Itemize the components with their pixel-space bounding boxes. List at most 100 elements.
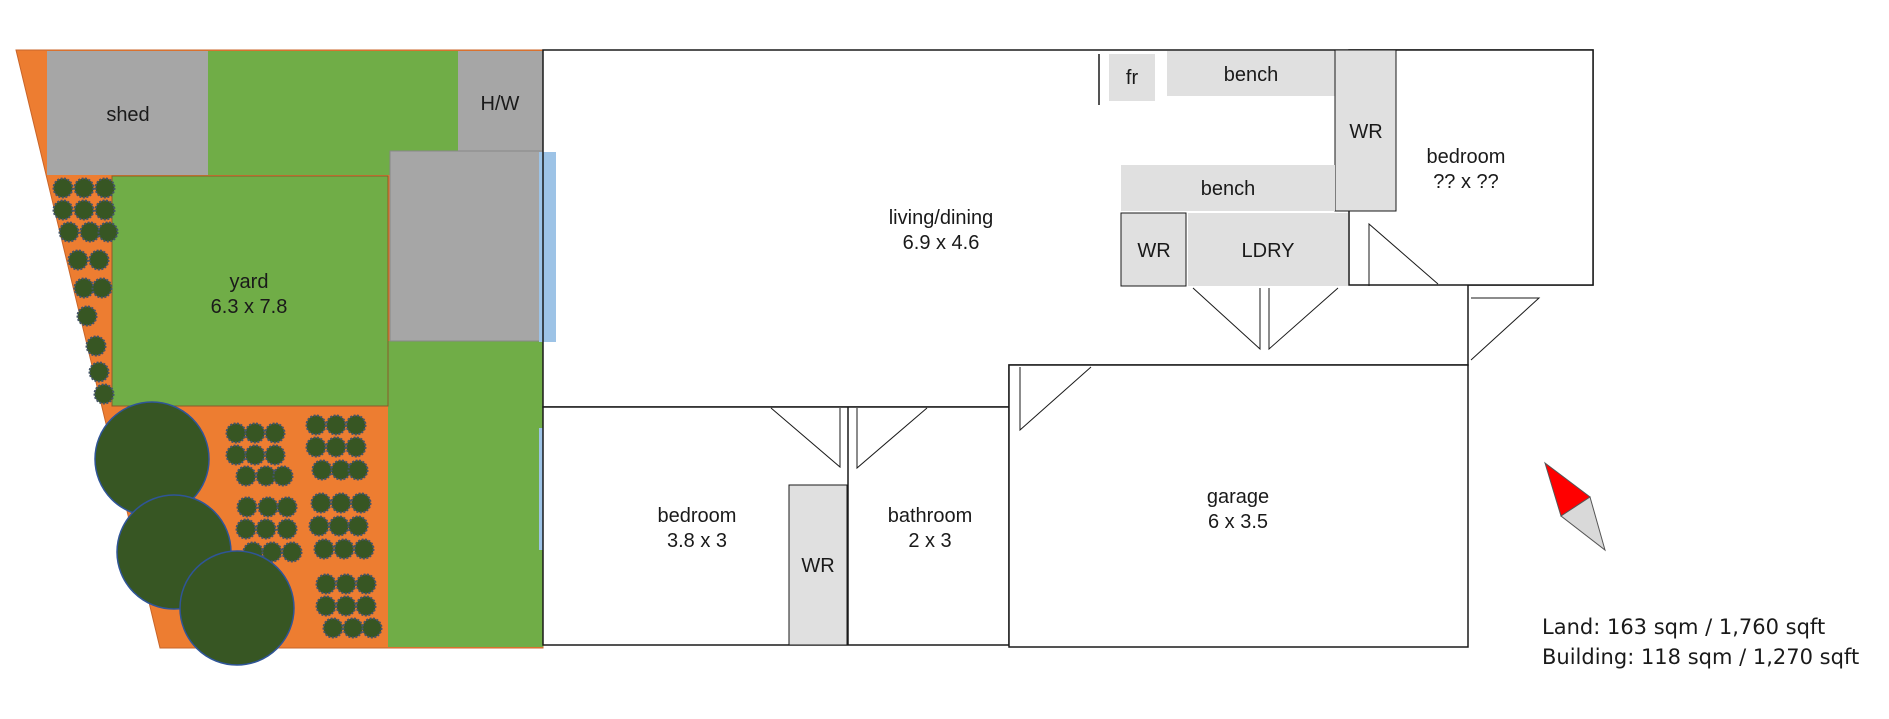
shrub-icon: [325, 436, 347, 458]
shed[interactable]: [47, 51, 208, 175]
laundry-label: LDRY: [1242, 240, 1295, 262]
shrub-icon: [73, 199, 95, 221]
building-area: Building: 118 sqm / 1,270 sqft: [1542, 645, 1860, 669]
shrub-icon: [347, 459, 369, 481]
shrub-icon: [330, 492, 352, 514]
shrub-icon: [225, 422, 247, 444]
shrub-icon: [76, 305, 98, 327]
shrub-icon: [276, 496, 298, 518]
shrub-icon: [244, 422, 266, 444]
house: [542, 49, 1594, 648]
yard-lawn[interactable]: [111, 175, 389, 407]
door-laundry-left[interactable]: [1192, 287, 1261, 351]
area-summary: Land: 163 sqm / 1,760 sqft Building: 118…: [1542, 612, 1859, 672]
shrub-icon: [235, 465, 257, 487]
shrub-icon: [311, 459, 333, 481]
shrub-icon: [276, 518, 298, 540]
fridge-label: fr: [1126, 67, 1139, 89]
room-labels: shed H/W yard 6.3 x 7.8 living/dining 6.…: [106, 64, 1505, 577]
garden-area: [15, 49, 556, 666]
bathroom-dims: 2 x 3: [908, 530, 951, 552]
door-bathroom[interactable]: [856, 407, 928, 470]
wardrobe-laundry[interactable]: [1120, 212, 1187, 287]
north-arrow-icon: [1544, 461, 1606, 552]
shrub-icon: [322, 617, 344, 639]
shrub-icon: [236, 496, 258, 518]
shrub-icon: [333, 538, 355, 560]
shrub-icon: [91, 277, 113, 299]
shrub-icon: [355, 573, 377, 595]
shrub-icon: [88, 249, 110, 271]
wardrobe-laundry-label: WR: [1137, 240, 1170, 262]
door-garage[interactable]: [1019, 366, 1092, 432]
shrub-icon: [345, 414, 367, 436]
shrub-icon: [225, 444, 247, 466]
shrub-icon: [264, 422, 286, 444]
shrub-icon: [97, 221, 119, 243]
bedroom-left-dims: 3.8 x 3: [667, 530, 727, 552]
shrub-icon: [88, 361, 110, 383]
shrub-icon: [73, 177, 95, 199]
wardrobe-bedroom-label: WR: [801, 555, 834, 577]
hot-water-label: H/W: [481, 93, 520, 115]
land-area: Land: 163 sqm / 1,760 sqft: [1542, 615, 1826, 639]
bedroom-right-label: bedroom: [1427, 146, 1506, 168]
bench-middle[interactable]: [1121, 165, 1335, 211]
door-bedroom-right[interactable]: [1368, 222, 1439, 286]
yard-label: yard: [230, 271, 269, 293]
bench-top-label: bench: [1224, 64, 1279, 86]
shrub-icon: [235, 518, 257, 540]
shrub-icon: [79, 221, 101, 243]
wardrobe-top[interactable]: [1334, 49, 1397, 212]
bedroom-left[interactable]: [542, 406, 1010, 646]
shrub-icon: [310, 492, 332, 514]
shrub-icon: [67, 249, 89, 271]
shrub-icon: [244, 444, 266, 466]
bedroom-right-dims: ?? x ??: [1433, 171, 1499, 193]
compass-south: [1560, 496, 1606, 552]
bench-top[interactable]: [1167, 51, 1335, 96]
shrub-icon: [73, 277, 95, 299]
shrub-icon: [335, 573, 357, 595]
living-dims: 6.9 x 4.6: [903, 232, 980, 254]
door-laundry-right[interactable]: [1268, 287, 1339, 351]
door-side[interactable]: [1470, 297, 1541, 361]
bench-middle-label: bench: [1201, 178, 1256, 200]
bedroom-left-label: bedroom: [658, 505, 737, 527]
lawn-side: [388, 341, 543, 647]
shrub-icon: [257, 496, 279, 518]
living-label: living/dining: [889, 207, 994, 229]
shrub-icon: [313, 538, 335, 560]
door-bedroom-left[interactable]: [770, 407, 841, 469]
tree-3: [179, 550, 295, 666]
door-swings: [770, 222, 1541, 470]
garage[interactable]: [1008, 364, 1469, 648]
shrub-icon: [335, 595, 357, 617]
shrub-icon: [342, 617, 364, 639]
wardrobe-top-label: WR: [1349, 121, 1382, 143]
shrub-icon: [264, 444, 286, 466]
fridge[interactable]: [1109, 54, 1155, 101]
shrub-icon: [361, 617, 383, 639]
shrub-icon: [347, 515, 369, 537]
shrub-icon: [305, 436, 327, 458]
fixtures: [788, 49, 1397, 646]
shrub-icon: [350, 492, 372, 514]
shrub-icon: [94, 177, 116, 199]
shrub-icon: [255, 518, 277, 540]
shrub-icon: [328, 515, 350, 537]
laundry[interactable]: [1188, 213, 1348, 286]
shrub-icon: [52, 199, 74, 221]
window-upper: [539, 152, 556, 342]
yard-dims: 6.3 x 7.8: [211, 296, 288, 318]
paving-area[interactable]: [389, 150, 544, 342]
hot-water-unit[interactable]: [458, 51, 543, 151]
shrub-icon: [52, 177, 74, 199]
bathroom-label: bathroom: [888, 505, 973, 527]
shed-label: shed: [106, 104, 149, 126]
garage-dims: 6 x 3.5: [1208, 511, 1268, 533]
wardrobe-bedroom[interactable]: [788, 484, 848, 646]
shrub-icon: [315, 595, 337, 617]
shrub-icon: [325, 414, 347, 436]
